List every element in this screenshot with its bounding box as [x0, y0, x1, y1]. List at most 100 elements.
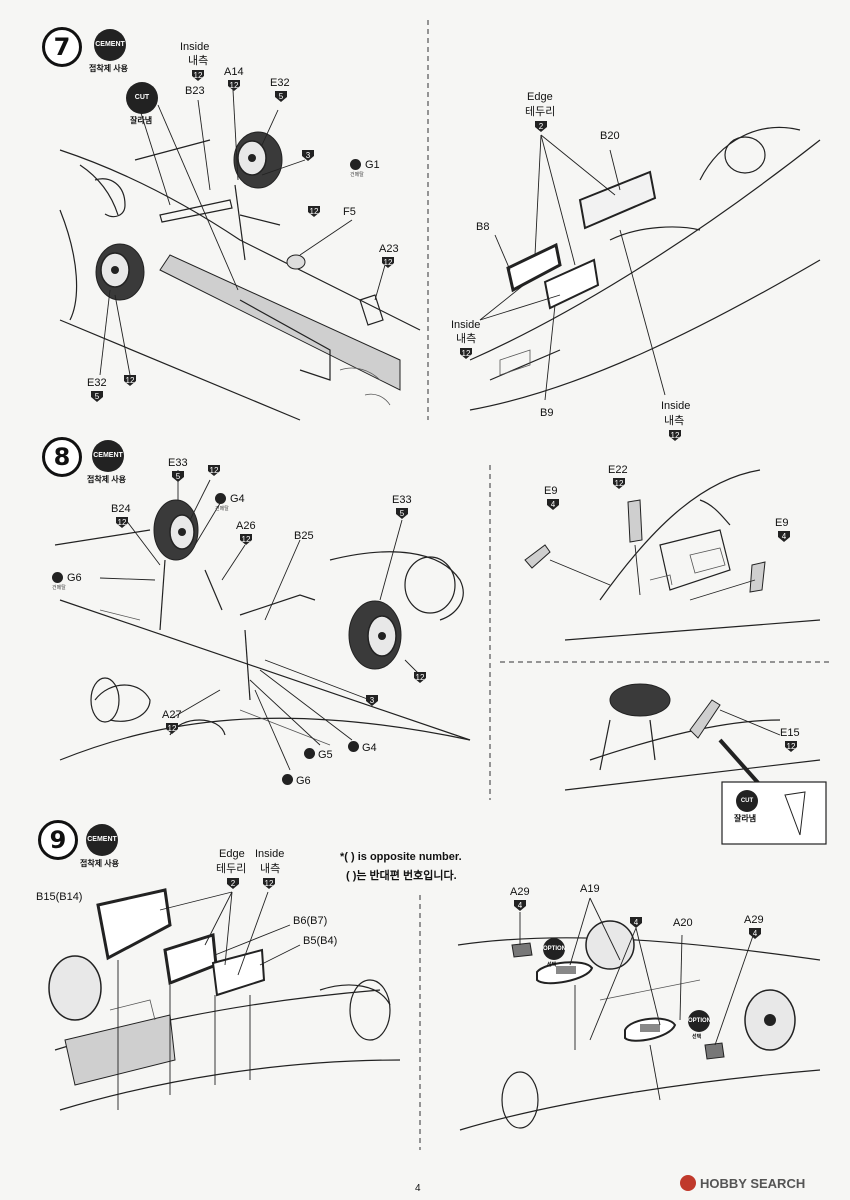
- step7-wheel-e32-top: [233, 131, 283, 189]
- option-icon: OPTION: [688, 1010, 711, 1032]
- part-label-e22: E22: [608, 464, 628, 476]
- paint-badge: 3: [302, 150, 314, 161]
- paint-badge: 4: [630, 917, 642, 928]
- step7-right-leaders: [479, 134, 666, 401]
- step8-leaders: [99, 470, 421, 771]
- gunmetal-caption: 건메탈: [350, 172, 364, 178]
- step9-panel-b15: [96, 888, 172, 961]
- step9-part-a20: [624, 1017, 677, 1042]
- part-label-a14: A14: [224, 66, 244, 78]
- step-8-number: 8: [42, 437, 82, 477]
- step8-wheel-e33-right: [348, 600, 402, 670]
- color-label-g6: G6: [296, 775, 311, 787]
- cement-icon: CEMENT: [86, 824, 118, 856]
- part-label-f5: F5: [343, 206, 356, 218]
- label-edge: Edge: [219, 848, 245, 860]
- part-label-a29: A29: [744, 914, 764, 926]
- watermark-icon: [680, 1175, 696, 1191]
- cement-caption: 접착제 사용: [89, 64, 129, 73]
- part-label-e33: E33: [392, 494, 412, 506]
- gunmetal-icon: [304, 748, 315, 759]
- color-label-g6: G6: [67, 572, 82, 584]
- color-label-g4: G4: [362, 742, 377, 754]
- note-opposite-en: *( ) is opposite number.: [340, 851, 462, 863]
- paint-badge: 2: [227, 878, 239, 889]
- step7-panel-b20: [578, 170, 657, 230]
- part-label-b25: B25: [294, 530, 314, 542]
- paint-badge: 5: [275, 91, 287, 102]
- label-edge-ko: 테두리: [525, 106, 556, 118]
- step8-right-bottom-gear: [564, 683, 827, 845]
- cut-icon: CUT: [126, 82, 158, 114]
- paint-badge: 12: [382, 257, 394, 268]
- gunmetal-icon: [350, 159, 361, 170]
- label-inside: Inside: [255, 848, 285, 860]
- paint-badge: 12: [166, 723, 178, 734]
- watermark-text: HOBBY SEARCH: [700, 1176, 806, 1191]
- step7-leaders: [99, 89, 386, 376]
- part-label-a23: A23: [379, 243, 399, 255]
- label-inside: Inside: [451, 319, 481, 331]
- paint-badge: 12: [263, 878, 275, 889]
- label-inside-ko: 내측: [664, 415, 685, 427]
- step7-wheel-e32-bottom: [95, 243, 145, 301]
- paint-badge: 12: [192, 70, 204, 81]
- part-label-e15: E15: [780, 727, 800, 739]
- option-caption: 선택: [547, 962, 557, 968]
- part-label-a19: A19: [580, 883, 600, 895]
- paint-badge: 5: [91, 391, 103, 402]
- step9-right-fuselage: [457, 920, 821, 1131]
- paint-badge: 4: [749, 928, 761, 939]
- gunmetal-caption: 건메탈: [52, 585, 66, 591]
- paint-badge: 12: [460, 348, 472, 359]
- step9-leaders: [117, 891, 301, 1110]
- part-label-b9: B9: [540, 407, 554, 419]
- cut-caption: 잘라냄: [734, 814, 757, 823]
- step9-panel-b6: [163, 933, 218, 986]
- cement-icon: CEMENT: [92, 440, 124, 472]
- paint-badge: 3: [366, 695, 378, 706]
- page-number: 4: [415, 1183, 421, 1194]
- gunmetal-icon: [215, 493, 226, 504]
- paint-badge: 12: [308, 206, 320, 217]
- step9-part-a29-left: [511, 942, 533, 958]
- cement-caption: 접착제 사용: [87, 475, 127, 484]
- part-label-e33: E33: [168, 457, 188, 469]
- step8-gear-struts: [159, 559, 316, 701]
- step9-right-leaders: [519, 897, 756, 1101]
- gunmetal-icon: [348, 741, 359, 752]
- part-label-e9: E9: [775, 517, 789, 529]
- option-icon: OPTION: [543, 938, 566, 960]
- part-label-a20: A20: [673, 917, 693, 929]
- step8-left-fuselage: [54, 529, 471, 761]
- part-label-b20: B20: [600, 130, 620, 142]
- label-edge-ko: 테두리: [216, 863, 247, 875]
- paint-badge: 12: [240, 534, 252, 545]
- step9-left-fuselage: [48, 955, 401, 1111]
- paint-badge: 12: [124, 375, 136, 386]
- gunmetal-icon: [52, 572, 63, 583]
- label-inside: Inside: [661, 400, 691, 412]
- part-label-b24: B24: [111, 503, 131, 515]
- watermark-logo: HOBBY SEARCH: [680, 1172, 840, 1194]
- part-label-e9: E9: [544, 485, 558, 497]
- paint-badge: 12: [414, 672, 426, 683]
- gunmetal-icon: [282, 774, 293, 785]
- paint-badge: 12: [613, 478, 625, 489]
- step7-landing-gear: [134, 139, 384, 326]
- step7-right-fuselage: [469, 126, 821, 411]
- label-inside-ko: 내측: [188, 55, 209, 67]
- step9-part-a19: [536, 961, 594, 985]
- paint-badge: 12: [785, 741, 797, 752]
- paint-badge: 12: [116, 517, 128, 528]
- part-label-b8: B8: [476, 221, 490, 233]
- note-opposite-ko: ( )는 반대편 번호입니다.: [346, 870, 457, 882]
- cut-icon: CUT: [736, 790, 758, 812]
- option-caption: 선택: [692, 1034, 702, 1040]
- part-label-b6: B6(B7): [293, 915, 328, 927]
- paint-badge: 12: [208, 465, 220, 476]
- part-label-b15: B15(B14): [36, 891, 83, 903]
- label-inside-ko: 내측: [456, 333, 477, 345]
- step9-part-a29-right: [704, 1042, 725, 1060]
